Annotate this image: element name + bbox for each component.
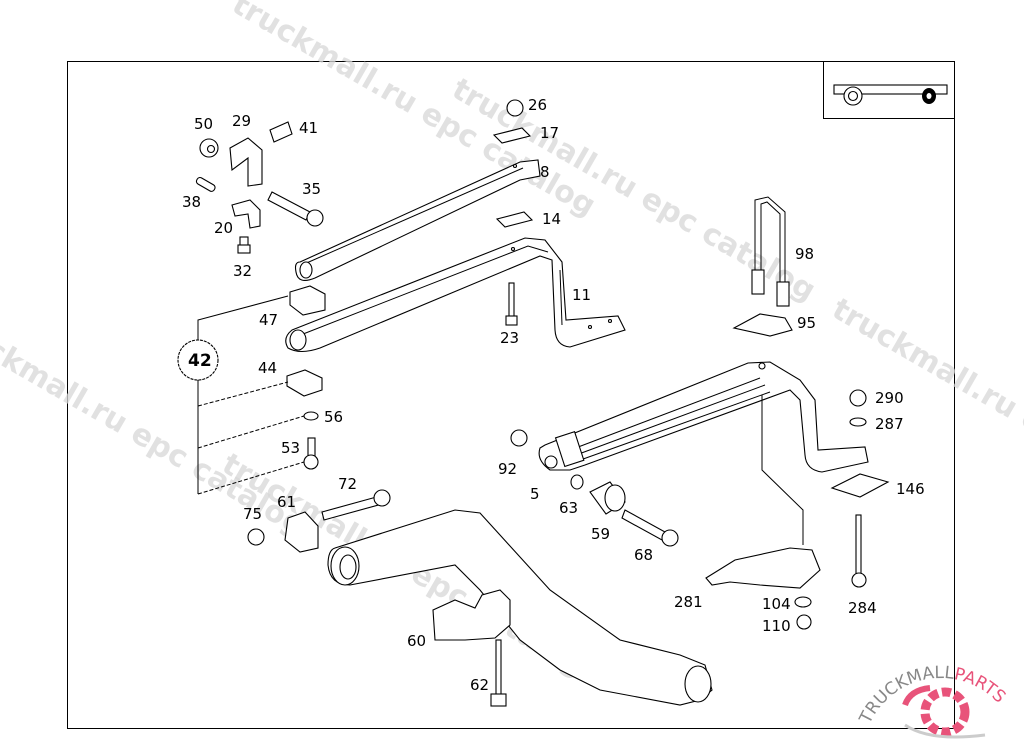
part-label-104: 104 [762,595,791,613]
part-labels: 50 29 41 38 35 20 32 26 17 8 14 11 23 47… [182,96,925,694]
part-label-60: 60 [407,632,426,650]
part-label-50: 50 [194,115,213,133]
leaf-spring-assembly-part [538,361,869,545]
watermark: truckmall.ru epc catalog [0,307,311,544]
part-label-281: 281 [674,593,703,611]
part-label-72: 72 [338,475,357,493]
part-label-14: 14 [542,210,561,228]
axle-beam-part [327,509,713,706]
small-parts [195,99,890,707]
trailer-axle-icon [833,84,948,106]
part-label-44: 44 [258,359,277,377]
part-label-56: 56 [324,408,343,426]
part-label-8: 8 [540,163,550,181]
part-label-20: 20 [214,219,233,237]
part-label-53: 53 [281,439,300,457]
part-label-284: 284 [848,599,877,617]
part-label-287: 287 [875,415,904,433]
part-label-290: 290 [875,389,904,407]
part-label-68: 68 [634,546,653,564]
part-label-146: 146 [896,480,925,498]
part-label-17: 17 [540,124,559,142]
gear-icon [902,685,986,739]
part-label-32: 32 [233,262,252,280]
diagram-frame [67,61,955,729]
part-label-98: 98 [795,245,814,263]
part-label-63: 63 [559,499,578,517]
truckmall-parts-logo: TRUCKMALLPARTS [855,663,1009,739]
part-label-26: 26 [528,96,547,114]
part-label-11: 11 [572,286,591,304]
part-label-41: 41 [299,119,318,137]
part-label-59: 59 [591,525,610,543]
part-label-75: 75 [243,505,262,523]
part-label-47: 47 [259,311,278,329]
part-label-23: 23 [500,329,519,347]
part-label-5: 5 [530,485,540,503]
part-label-110: 110 [762,617,791,635]
watermark: truckmall.ru epc catalog [446,72,821,309]
part-label-38: 38 [182,193,201,211]
part-label-92: 92 [498,460,517,478]
group-42-callout: 42 [177,295,305,495]
part-label-95: 95 [797,314,816,332]
leaf-spring-upper-part [294,159,541,281]
part-label-35: 35 [302,180,321,198]
part-label-62: 62 [470,676,489,694]
group-label: 42 [188,351,212,371]
part-label-61: 61 [277,493,296,511]
vehicle-inset [823,61,955,119]
leaf-spring-lower-part [285,237,626,353]
part-label-29: 29 [232,112,251,130]
